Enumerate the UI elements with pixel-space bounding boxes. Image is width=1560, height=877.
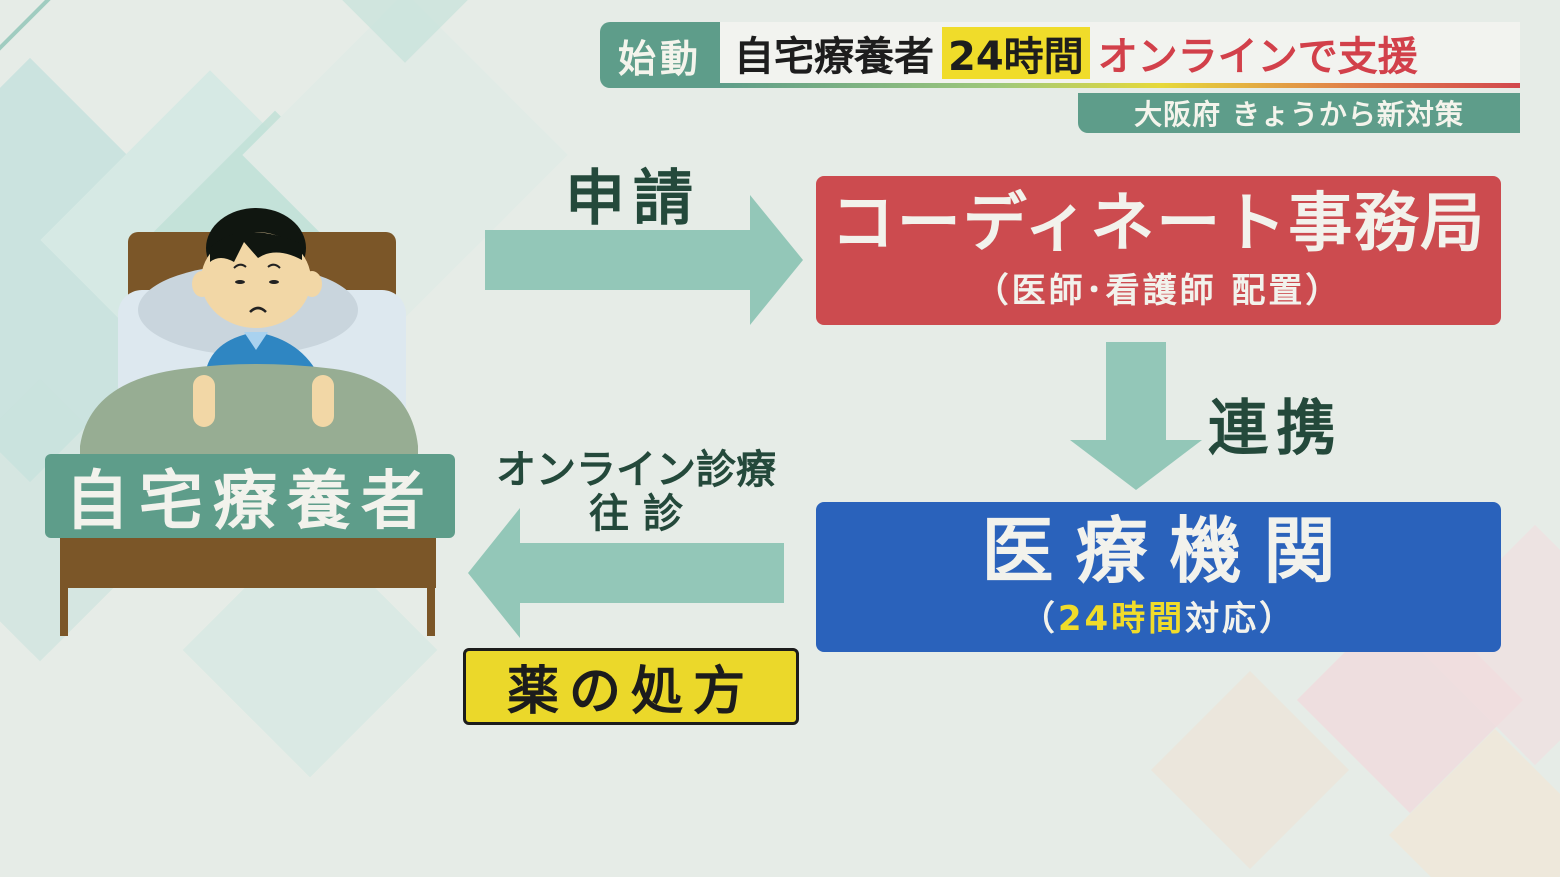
banner-text-home-patients: 自宅療養者 bbox=[734, 33, 935, 80]
banner-tag: 始動 bbox=[600, 22, 721, 88]
banner-headline: 自宅療養者 24時間 オンラインで支援 bbox=[720, 22, 1520, 88]
coordination-label: 連携 bbox=[1208, 394, 1344, 464]
coordination-office-box: コーディネート事務局 （医師･看護師 配置） bbox=[816, 176, 1501, 325]
online-consultation-label: オンライン診療 bbox=[496, 447, 776, 493]
headline-banner: 始動 自宅療養者 24時間 オンラインで支援 bbox=[600, 22, 1520, 88]
apply-label: 申請 bbox=[565, 164, 701, 234]
prescription-label: 薬の処方 bbox=[463, 648, 799, 725]
arrow-down-icon bbox=[1070, 342, 1202, 490]
medical-institution-title: 医療機関 bbox=[981, 508, 1358, 593]
sick-person-in-bed-icon bbox=[40, 200, 460, 640]
subtitle-24h-highlight: 24時間 bbox=[1057, 599, 1186, 640]
banner-subtitle: 大阪府 きょうから新対策 bbox=[1078, 93, 1520, 133]
care-label: オンライン診療 往 診 bbox=[486, 448, 786, 536]
home-visit-label: 往 診 bbox=[589, 491, 683, 537]
arrow-left-icon bbox=[468, 508, 784, 638]
coordination-office-title: コーディネート事務局 bbox=[830, 186, 1487, 261]
medical-institution-subtitle: （24時間対応） bbox=[1021, 591, 1296, 640]
paren-open: （ bbox=[1020, 599, 1058, 640]
banner-text-24h: 24時間 bbox=[942, 26, 1090, 80]
medical-institution-box: 医療機関 （24時間対応） bbox=[816, 502, 1501, 652]
patient-label: 自宅療養者 bbox=[45, 454, 455, 539]
coordination-office-subtitle: （医師･看護師 配置） bbox=[974, 271, 1343, 312]
banner-text-online-support: オンラインで支援 bbox=[1097, 33, 1418, 80]
arrow-right-icon bbox=[485, 195, 803, 325]
subtitle-rest: 対応） bbox=[1185, 599, 1297, 640]
